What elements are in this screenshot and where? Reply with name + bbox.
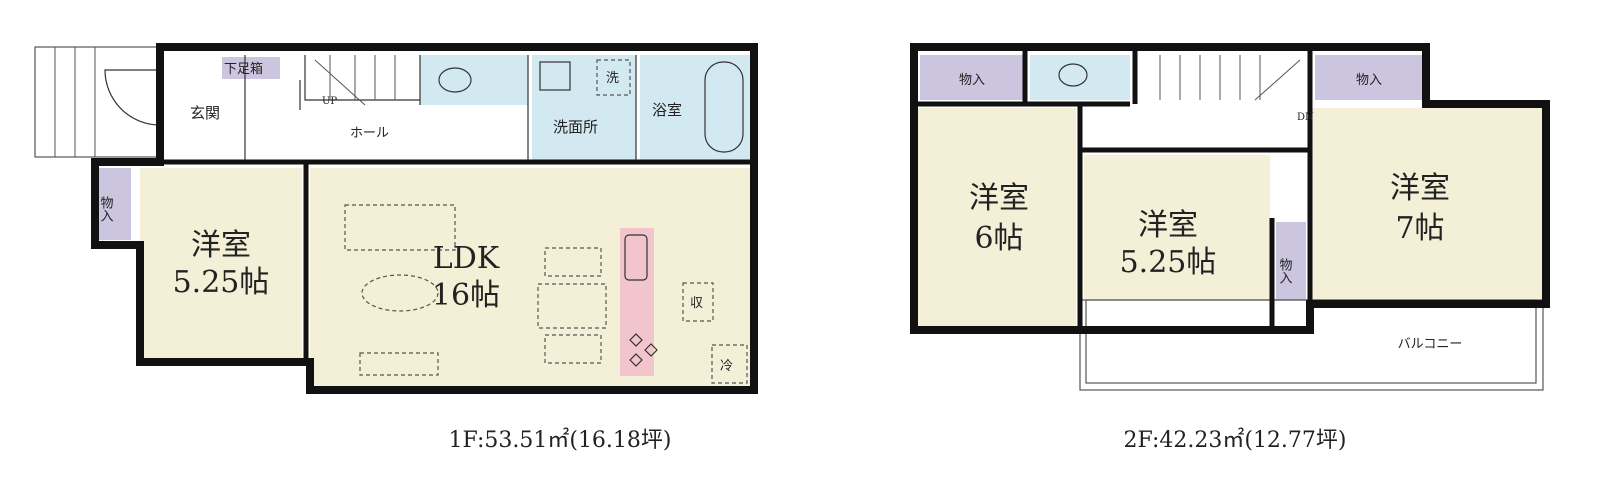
label-stairs-up: UP	[322, 96, 337, 107]
label-ldk: LDK	[433, 241, 500, 276]
toilet-icon	[438, 67, 472, 93]
toilet-icon	[1058, 63, 1088, 87]
dining-chairs-icon	[544, 247, 602, 277]
label-room-b-size: 5.25帖	[1120, 245, 1217, 280]
bathtub-icon	[704, 61, 744, 153]
label-room-a-size: 6帖	[974, 221, 1023, 256]
furniture	[344, 204, 748, 384]
label-room-c: 洋室	[1390, 171, 1450, 206]
room-6	[918, 108, 1076, 328]
label-storage-left: 物入	[959, 73, 985, 88]
label-room-b: 洋室	[1138, 208, 1198, 243]
floor-1-plan: 玄関 下足箱 ホール UP 洗面所 洗 浴室 物入 洋室 5.25帖 LDK 1…	[34, 43, 758, 453]
label-room-a: 洋室	[969, 181, 1029, 216]
label-storage: 物入	[98, 196, 114, 222]
storage-2f-right	[1315, 55, 1423, 100]
washer-space	[596, 59, 631, 96]
toilet-1f	[420, 55, 528, 105]
label-shoe-box: 下足箱	[224, 61, 263, 77]
entrance-steps	[34, 46, 161, 158]
floor-2-plan: 物入 物入 物入 DN 洋室 6帖 洋室 5.25帖 洋室 7帖 バルコニー 2…	[910, 43, 1550, 453]
storage-2f-left	[920, 55, 1025, 100]
coffee-table-icon	[361, 274, 439, 312]
washbasin-icon	[539, 61, 571, 91]
label-washroom: 洗面所	[553, 118, 598, 136]
stairs-2f	[1159, 55, 1301, 101]
fridge-space	[711, 344, 748, 384]
washroom	[532, 55, 636, 160]
kitchen-counter	[620, 228, 654, 376]
pantry-storage	[682, 282, 714, 322]
shoe-box	[222, 57, 280, 79]
label-washer: 洗	[606, 71, 619, 86]
sofa-icon	[344, 204, 456, 251]
label-bathroom: 浴室	[652, 101, 682, 119]
stove-icon	[629, 333, 658, 367]
sink-icon	[624, 234, 648, 281]
label-fridge: 冷	[720, 359, 733, 374]
storage-1f	[95, 168, 131, 240]
label-hall: ホール	[350, 126, 389, 141]
label-western-room: 洋室	[191, 228, 251, 263]
dining-chairs-icon	[544, 334, 602, 364]
label-storage-middle: 物入	[1277, 258, 1293, 284]
floor-1-caption: 1F:53.51㎡(16.18坪)	[448, 427, 671, 453]
toilet-2f	[1030, 55, 1130, 100]
label-western-room-size: 5.25帖	[173, 265, 270, 300]
bathroom	[640, 55, 750, 160]
room-7	[1312, 108, 1542, 300]
label-pantry: 収	[690, 296, 703, 311]
label-entrance: 玄関	[190, 104, 220, 122]
floor-2-caption: 2F:42.23㎡(12.77坪)	[1123, 427, 1346, 453]
western-room-1f	[140, 168, 302, 358]
label-stairs-down: DN	[1297, 112, 1314, 123]
label-storage-right: 物入	[1356, 73, 1382, 88]
room-525	[1084, 155, 1270, 328]
label-room-c-size: 7帖	[1395, 211, 1444, 246]
entrance-door-icon	[104, 69, 161, 126]
stairs-1f	[314, 55, 396, 106]
label-ldk-size: 16帖	[432, 278, 500, 313]
label-balcony: バルコニー	[1398, 337, 1463, 352]
tv-board-icon	[359, 352, 439, 376]
exterior-wall-2f	[910, 43, 1550, 334]
